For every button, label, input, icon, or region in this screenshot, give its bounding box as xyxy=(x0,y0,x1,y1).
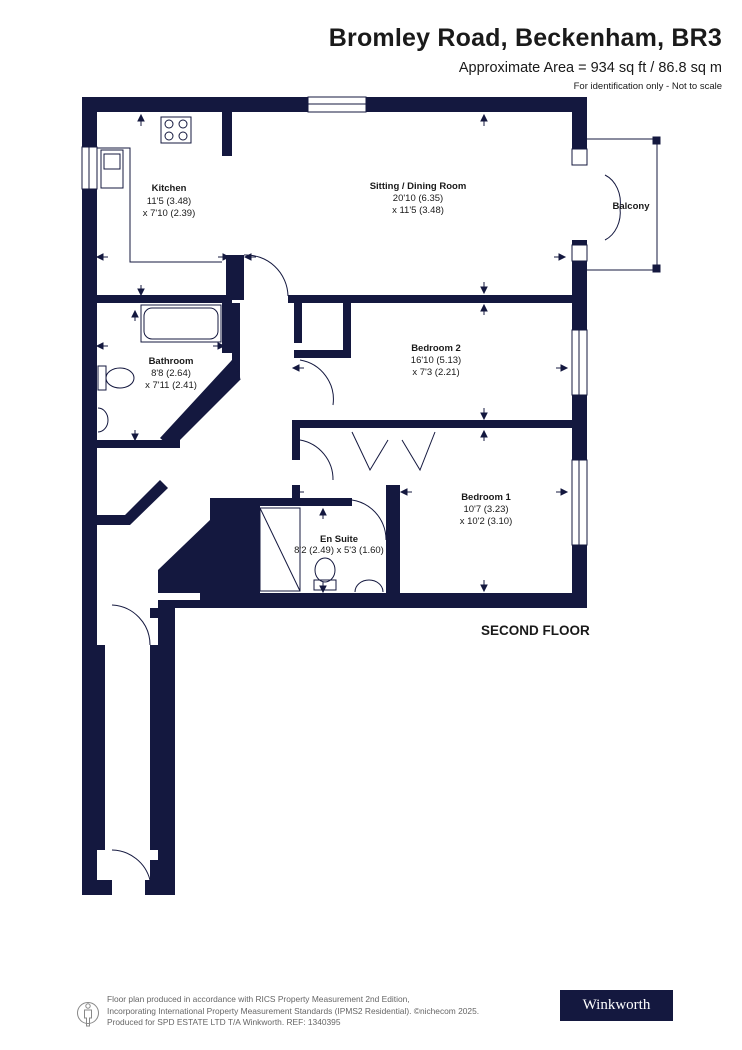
room-dim2-bathroom: x 7'11 (2.41) xyxy=(145,380,197,391)
walls xyxy=(81,96,588,895)
room-name-sitting: Sitting / Dining Room xyxy=(370,181,467,192)
room-dim2-bedroom2: x 7'3 (2.21) xyxy=(412,367,459,378)
room-dims-ensuite: 8'2 (2.49) x 5'3 (1.60) xyxy=(294,545,384,556)
room-name-balcony: Balcony xyxy=(613,201,651,212)
room-dim2-bedroom1: x 10'2 (3.10) xyxy=(460,516,513,527)
room-name-ensuite: En Suite xyxy=(320,534,358,545)
room-name-bedroom2: Bedroom 2 xyxy=(411,343,461,354)
footer-line-2: Incorporating International Property Mea… xyxy=(107,1005,480,1016)
footer-text: Floor plan produced in accordance with R… xyxy=(107,994,479,1029)
room-name-bedroom1: Bedroom 1 xyxy=(461,492,511,503)
property-title: Bromley Road, Beckenham, BR3 xyxy=(328,24,722,52)
footer-line-3: Produced for SPD ESTATE LTD T/A Winkwort… xyxy=(107,1017,341,1027)
room-name-bathroom: Bathroom xyxy=(149,356,194,367)
room-name-kitchen: Kitchen xyxy=(152,183,187,194)
approximate-area: Approximate Area = 934 sq ft / 86.8 sq m xyxy=(458,60,722,76)
dimension-arrows xyxy=(95,113,569,594)
floor-label: SECOND FLOOR xyxy=(481,623,590,638)
room-dim1-kitchen: 11'5 (3.48) xyxy=(147,196,191,207)
room-dim1-bathroom: 8'8 (2.64) xyxy=(151,368,191,379)
room-dim1-bedroom2: 16'10 (5.13) xyxy=(411,355,461,366)
balcony-outline xyxy=(571,136,661,273)
room-dim2-sitting: x 11'5 (3.48) xyxy=(392,205,444,216)
room-dim1-bedroom1: 10'7 (3.23) xyxy=(463,504,508,515)
room-dim1-sitting: 20'10 (6.35) xyxy=(393,193,443,204)
footer-line-1: Floor plan produced in accordance with R… xyxy=(107,994,410,1004)
scale-note: For identification only - Not to scale xyxy=(573,81,722,92)
brand-logo: Winkworth xyxy=(560,990,673,1021)
person-icon xyxy=(77,1002,99,1027)
fixtures xyxy=(97,116,621,881)
room-dim2-kitchen: x 7'10 (2.39) xyxy=(143,208,196,219)
